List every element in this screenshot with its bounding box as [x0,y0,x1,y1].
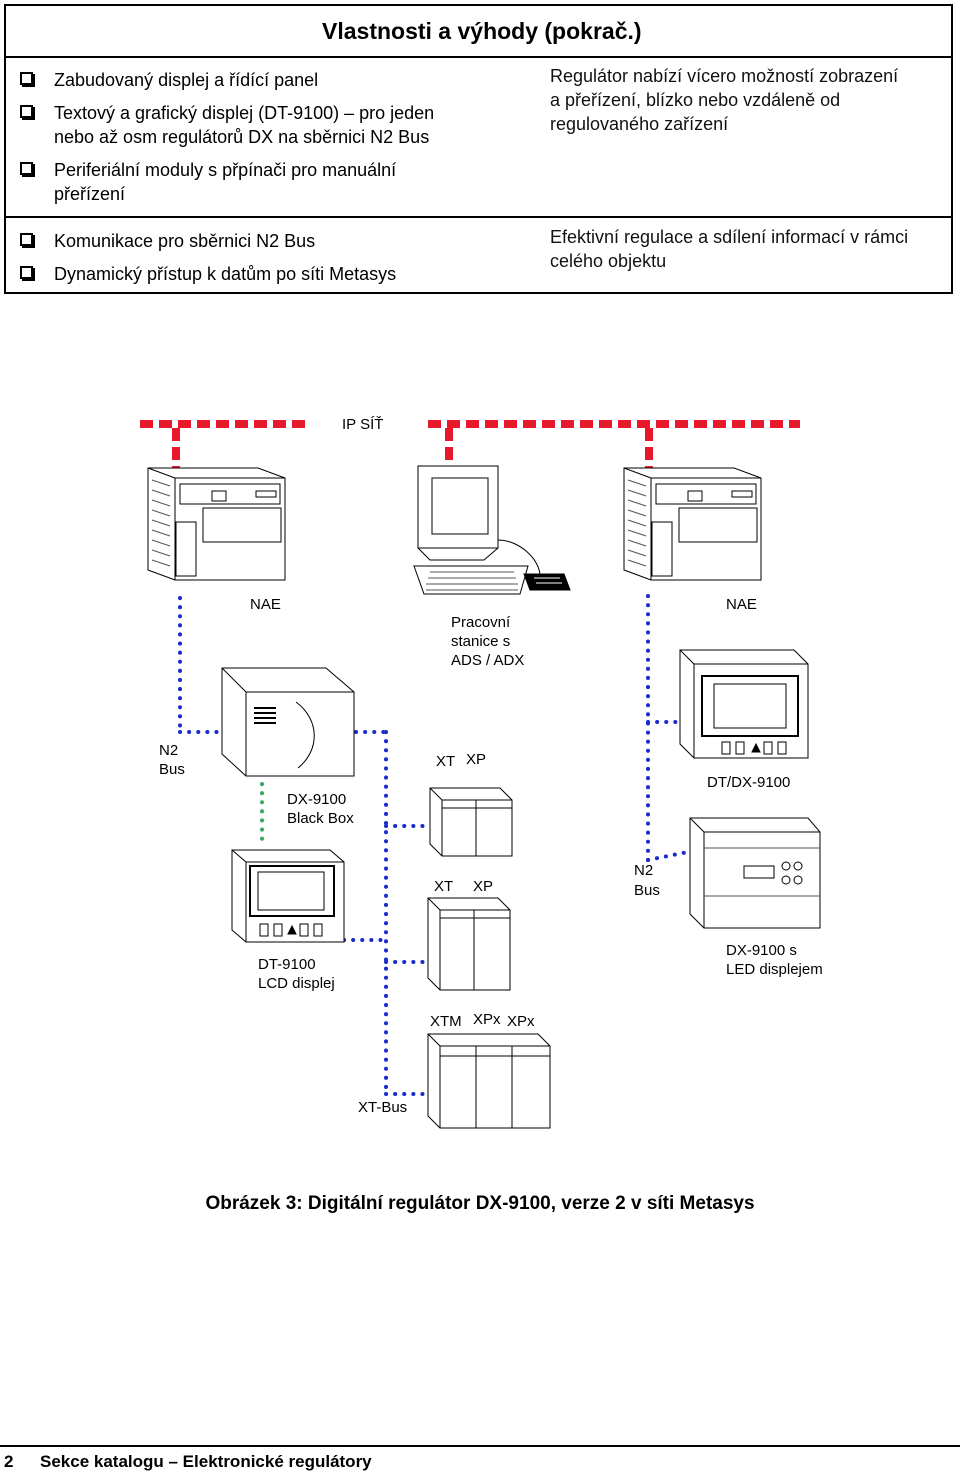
benefit-line: celého objektu [550,251,667,271]
dxled-label: LED displejem [726,961,823,978]
footer-section: Sekce katalogu – Elektronické regulátory [40,1452,372,1471]
benefit-text: Regulátor nabízí vícero možností zobraze… [550,64,898,136]
xp-label: XP [473,878,494,895]
feature-text: Textový a grafický displej (DT-9100) – p… [54,103,435,123]
xpx-label: XPx [473,1011,501,1028]
benefit-line: regulovaného zařízení [550,114,729,134]
nae-right-label: NAE [726,596,757,613]
workstation-label: stanice s [451,633,511,650]
n2-bus-left [178,596,428,1096]
checkbox-bullet-icon [20,162,33,175]
feature-text: přeřízení [54,184,126,204]
checkbox-bullet-icon [20,233,33,246]
figure-caption: Obrázek 3: Digitální regulátor DX-9100, … [205,1193,755,1214]
blackbox-label: DX-9100 [287,791,347,808]
footer-divider [0,1445,960,1447]
page-number: 2 [4,1452,14,1471]
xtm-xpx-modules [427,1033,551,1129]
page-title: Vlastnosti a výhody (pokrač.) [322,18,642,44]
xt-label: XT [434,878,454,895]
benefit-line: Regulátor nabízí vícero možností zobraze… [550,66,899,86]
xtm-label: XTM [430,1013,462,1030]
xp-label: XP [466,751,487,768]
blackbox-device [221,667,355,777]
checkbox-bullet-icon [20,266,33,279]
blackbox-label: Black Box [287,810,354,827]
table-divider [6,216,951,218]
n2-bus-left-label: N2 [159,742,179,759]
feature-text: Dynamický přístup k datům po síti Metasy… [54,264,397,284]
workstation-device [413,465,571,595]
dt9100-device [231,849,345,943]
checkbox-bullet-icon [20,72,33,85]
n2-bus-left-label: Bus [159,761,185,778]
features-table: Vlastnosti a výhody (pokrač.) Zabudovaný… [4,4,953,294]
dxled-device [689,817,821,929]
dt-dx-device [679,649,809,759]
benefit-line: a přeřízení, blízko nebo vzdáleně od [550,90,841,110]
xt-bus [384,1092,428,1096]
dt-dx-label: DT/DX-9100 [707,774,791,791]
xt-xp-modules-2 [427,897,511,991]
feature-text: Zabudovaný displej a řídící panel [54,70,319,90]
nae-right-device [623,467,762,581]
n2-bus-right-label: Bus [634,882,660,899]
ip-network-line [140,420,800,470]
xt-xp-modules-1 [429,787,513,857]
feature-text: Periferiální moduly s přpínači pro manuá… [54,160,397,180]
checkbox-bullet-icon [20,105,33,118]
dt9100-label: LCD displej [258,975,335,992]
benefit-text: Efektivní regulace a sdílení informací v… [550,225,908,273]
workstation-label: Pracovní [451,614,511,631]
ip-network-label: IP SÍŤ [342,416,384,433]
workstation-label: ADS / ADX [451,652,525,669]
xt-label: XT [436,753,456,770]
benefit-line: Efektivní regulace a sdílení informací v… [550,227,909,247]
dt9100-label: DT-9100 [258,956,316,973]
feature-text: Komunikace pro sběrnici N2 Bus [54,231,316,251]
table-title-row: Vlastnosti a výhody (pokrač.) [6,6,951,58]
xpx-label: XPx [507,1013,535,1030]
nae-left-device [147,467,286,581]
nae-left-label: NAE [250,596,281,613]
feature-text: nebo až osm regulátorů DX na sběrnici N2… [54,127,430,147]
n2-bus-right-label: N2 [634,862,654,879]
dxled-label: DX-9100 s [726,942,797,959]
n2-bus-right [646,594,690,862]
xt-bus-label: XT-Bus [358,1099,408,1116]
